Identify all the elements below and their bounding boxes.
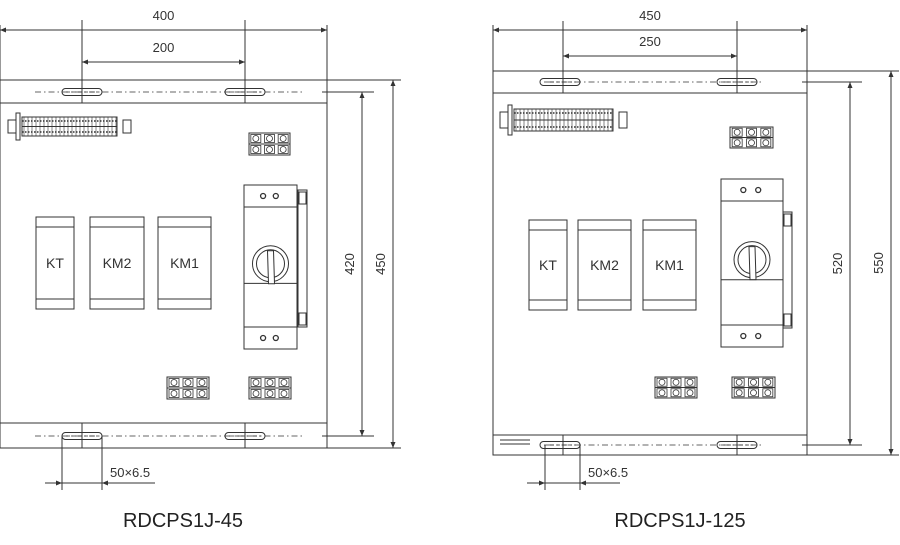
component-label: KM2 <box>590 257 619 273</box>
height-dimension: 450 <box>373 253 388 275</box>
component-label: KT <box>539 257 557 273</box>
slot-dimension: 50×6.5 <box>110 465 150 480</box>
component-label: KM1 <box>170 255 199 271</box>
component-label: KM2 <box>103 255 132 271</box>
component-label: KM1 <box>655 257 684 273</box>
terminal-block <box>248 376 292 400</box>
component-2: KM1 <box>642 219 697 311</box>
component-0: KT <box>528 219 568 311</box>
terminal-block <box>166 376 210 400</box>
component-label: KT <box>46 255 64 271</box>
model-title: RDCPS1J-45 <box>123 510 243 532</box>
component-0: KT <box>35 216 75 310</box>
component-1: KM2 <box>89 216 145 310</box>
width-dimension: 400 <box>153 8 175 23</box>
terminal-block <box>654 376 698 399</box>
component-2: KM1 <box>157 216 212 310</box>
hole-spacing-dimension: 200 <box>153 40 175 55</box>
terminal-block <box>729 126 774 149</box>
hole-spacing-dimension: 250 <box>639 34 661 49</box>
plate-outline <box>0 79 328 449</box>
rotary-switch <box>243 184 308 350</box>
inner-height-dimension: 520 <box>830 253 845 275</box>
terminal-strip <box>7 112 132 141</box>
handle-icon <box>266 250 276 285</box>
model-title: RDCPS1J-125 <box>614 510 745 532</box>
inner-height-dimension: 420 <box>342 253 357 275</box>
slot-dimension: 50×6.5 <box>588 465 628 480</box>
terminal-strip <box>499 104 628 136</box>
terminal-block <box>731 376 776 399</box>
height-dimension: 550 <box>871 252 886 274</box>
rotary-switch <box>720 178 793 348</box>
component-1: KM2 <box>577 219 632 311</box>
width-dimension: 450 <box>639 8 661 23</box>
handle-icon <box>748 246 757 281</box>
terminal-block <box>248 132 291 156</box>
plate-outline <box>492 70 808 456</box>
